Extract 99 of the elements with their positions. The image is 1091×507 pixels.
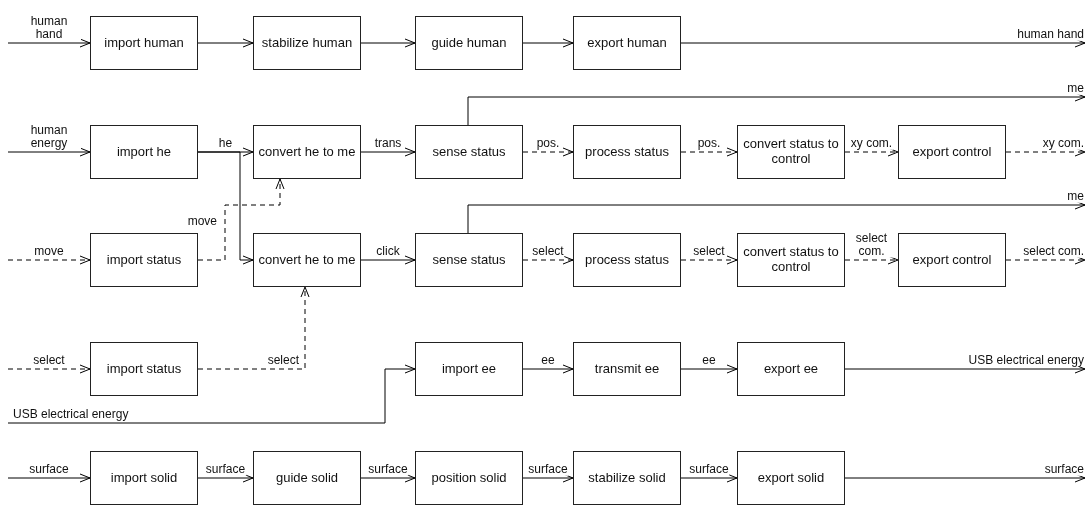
dashed-arrow (522, 255, 574, 265)
function-box (253, 16, 361, 70)
edge-label: select (531, 244, 565, 258)
arrow (7, 473, 91, 483)
edge-label: surface (204, 462, 247, 476)
function-label: export solid (757, 470, 825, 486)
edge-label: USB electrical energy (967, 353, 1085, 367)
function-label: import solid (110, 470, 178, 486)
edge-label: select (32, 353, 66, 367)
function-box (90, 451, 198, 505)
function-label: guide solid (275, 470, 339, 486)
function-box (573, 342, 681, 396)
arrow (844, 364, 1086, 374)
edge-label: select com. (1022, 244, 1085, 258)
dashed-arrow (1005, 255, 1086, 265)
dashed-arrow (7, 364, 91, 374)
function-label: export human (587, 35, 667, 51)
dashed-arrow (197, 286, 310, 370)
function-box (90, 125, 198, 179)
edge-label: surface (527, 462, 569, 476)
function-box (253, 233, 361, 287)
function-box (898, 233, 1006, 287)
arrow (360, 147, 416, 157)
function-box (898, 125, 1006, 179)
edge-label: USB electrical energy (12, 407, 130, 421)
function-box (415, 233, 523, 287)
function-box (737, 233, 845, 287)
function-label: import he (116, 144, 172, 160)
dashed-arrow (522, 147, 574, 157)
edge-label: he (217, 136, 234, 150)
function-box (573, 233, 681, 287)
arrow (197, 38, 254, 48)
arrow (680, 364, 738, 374)
function-box (90, 233, 198, 287)
dashed-arrow (680, 147, 738, 157)
dashed-arrow (680, 255, 738, 265)
function-box (573, 125, 681, 179)
arrow (360, 473, 416, 483)
function-label: position solid (431, 470, 507, 486)
function-box (737, 451, 845, 505)
edge-label: select (692, 244, 726, 258)
function-box (415, 125, 523, 179)
function-box (573, 451, 681, 505)
function-box (415, 342, 523, 396)
edge-label: human hand (1016, 27, 1085, 41)
function-box (737, 125, 845, 179)
function-box (253, 451, 361, 505)
edge-label: surface (28, 462, 70, 476)
dashed-arrow (844, 147, 899, 157)
arrow (197, 473, 254, 483)
function-label: import status (106, 252, 182, 268)
function-box (90, 342, 198, 396)
arrow (7, 364, 416, 424)
arrow (197, 151, 254, 265)
function-label: sense status (432, 252, 506, 268)
arrow (844, 473, 1086, 483)
arrow (7, 147, 91, 157)
function-label: guide human (431, 35, 507, 51)
dashed-arrow (1005, 147, 1086, 157)
function-label: import ee (441, 361, 497, 377)
dashed-arrow (7, 255, 91, 265)
function-box (737, 342, 845, 396)
function-box (90, 16, 198, 70)
arrow (522, 473, 574, 483)
edge-label: surface (367, 462, 409, 476)
arrow (522, 38, 574, 48)
function-label: import status (106, 361, 182, 377)
function-label: sense status (432, 144, 506, 160)
function-box (573, 16, 681, 70)
function-label: convert status to control (742, 137, 840, 167)
function-label: export ee (763, 361, 819, 377)
dashed-arrow (197, 178, 285, 261)
function-label: stabilize solid (588, 470, 666, 486)
function-label: convert he to me (258, 144, 356, 160)
edge-label: select (266, 353, 300, 367)
arrow (680, 38, 1086, 48)
function-label: stabilize human (261, 35, 353, 51)
function-label: convert status to control (742, 245, 840, 275)
function-box (415, 16, 523, 70)
edge-label: surface (1043, 462, 1085, 476)
function-label: process status (585, 252, 669, 268)
arrow (680, 473, 738, 483)
function-label: process status (585, 144, 669, 160)
function-label: import human (104, 35, 184, 51)
edge-label: click (375, 244, 401, 258)
function-box (415, 451, 523, 505)
arrow (467, 200, 1086, 234)
arrow (360, 38, 416, 48)
function-label: export control (912, 144, 992, 160)
arrow (467, 92, 1086, 126)
function-label: export control (912, 252, 992, 268)
arrow (522, 364, 574, 374)
arrow (360, 255, 416, 265)
arrow (7, 38, 91, 48)
function-label: transmit ee (594, 361, 660, 377)
edge-label: surface (688, 462, 730, 476)
edge-label: trans (373, 136, 403, 150)
function-box (253, 125, 361, 179)
function-label: convert he to me (258, 252, 356, 268)
